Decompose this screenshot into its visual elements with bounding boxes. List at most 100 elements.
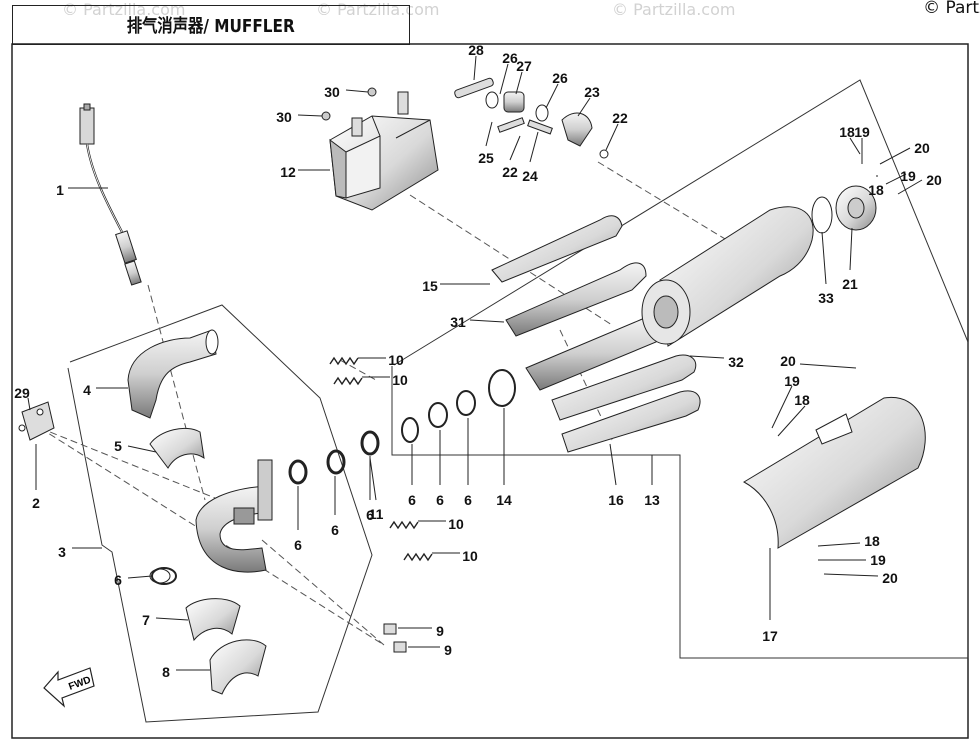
part-number-label: 3 [58, 544, 66, 560]
part-number-label: 18 [864, 533, 880, 549]
part-number-label: 31 [450, 314, 466, 330]
part-number-label: 11 [369, 506, 384, 522]
end-cap-icon [811, 185, 877, 234]
part-number-label: 6 [366, 507, 374, 523]
heat-shield-box-icon [329, 91, 439, 211]
part-number-label: 12 [280, 164, 296, 180]
part-number-label: 18 [868, 182, 884, 198]
part-number-label: 24 [522, 168, 538, 184]
leader-line [885, 173, 907, 185]
part-number-label: 19 [854, 124, 870, 140]
leader-line [499, 63, 509, 95]
leader-line [297, 114, 323, 117]
part-number-label: 21 [842, 276, 858, 292]
watermark: © Partzilla.com [612, 0, 736, 19]
part-number-label: 18 [839, 124, 855, 140]
part-number-label: 18 [794, 392, 810, 408]
outer-cover-icon [742, 397, 926, 549]
part-number-label: 6 [331, 522, 339, 538]
copyright-notice: © Partz [923, 0, 980, 18]
part-number-label: 20 [926, 172, 942, 188]
watermark: © Partzilla.com [62, 0, 186, 19]
leader-line [369, 457, 377, 501]
part-number-label: 9 [436, 623, 444, 639]
leader-line [485, 121, 493, 147]
part-number-label: 10 [448, 516, 464, 532]
leader-line [879, 147, 911, 165]
part-number-label: 16 [608, 492, 624, 508]
mount-hardware-icon [454, 77, 609, 159]
header-group-outline [67, 304, 373, 723]
bracket-icon [18, 401, 55, 441]
part-number-label: 30 [324, 84, 340, 100]
part-number-label: 7 [142, 612, 150, 628]
part-number-label: 19 [784, 373, 800, 389]
part-number-label: 29 [14, 385, 30, 401]
part-number-label: 4 [83, 382, 91, 398]
watermark: © Partzilla.com [316, 0, 440, 19]
part-number-label: 20 [914, 140, 930, 156]
part-number-label: 6 [114, 572, 122, 588]
part-number-label: 6 [436, 492, 444, 508]
muffler-body-icon [641, 206, 814, 347]
part-number-label: 26 [552, 70, 568, 86]
leader-line [689, 355, 725, 359]
nut-icon [383, 623, 407, 653]
leader-line [777, 405, 806, 437]
leader-line [473, 55, 477, 81]
leader-line [469, 319, 505, 323]
part-number-label: 23 [584, 84, 600, 100]
leader-line [799, 363, 857, 369]
leader-line [821, 231, 827, 285]
part-number-label: 27 [516, 58, 532, 74]
header-pipes-icon [127, 329, 267, 695]
part-number-label: 30 [276, 109, 292, 125]
part-number-label: 14 [496, 492, 512, 508]
bolt-icon [321, 87, 377, 121]
leader-line [509, 135, 521, 161]
part-number-label: 10 [462, 548, 478, 564]
part-number-label: 9 [444, 642, 452, 658]
part-number-label: 33 [818, 290, 834, 306]
part-number-label: 10 [388, 352, 404, 368]
leader-line [849, 137, 861, 155]
leader-line [823, 573, 879, 577]
part-number-label: 22 [502, 164, 518, 180]
part-number-label: 6 [408, 492, 416, 508]
leader-line [127, 575, 153, 579]
leader-line [27, 397, 31, 411]
part-number-label: 6 [294, 537, 302, 553]
part-number-label: 15 [422, 278, 438, 294]
part-number-label: 17 [762, 628, 778, 644]
leader-line [155, 617, 189, 621]
part-number-label: 20 [882, 570, 898, 586]
mid-pipes-icon [491, 215, 701, 453]
leader-line [545, 83, 559, 109]
oxygen-sensor-icon [79, 103, 142, 286]
page-title: 排气消声器/ MUFFLER [127, 16, 295, 37]
part-number-label: 26 [502, 50, 518, 66]
part-number-label: 28 [468, 42, 484, 58]
leader-line [605, 123, 619, 151]
part-number-label: 5 [114, 438, 122, 454]
part-number-label: 20 [780, 353, 796, 369]
forward-arrow-icon [43, 667, 95, 708]
part-number-label: 25 [478, 150, 494, 166]
leader-line [897, 179, 923, 195]
leader-line [529, 131, 539, 163]
part-number-label: 10 [392, 372, 408, 388]
part-number-label: 6 [464, 492, 472, 508]
spring-icon [329, 356, 433, 562]
part-number-label: 1 [56, 182, 64, 198]
part-number-label: 32 [728, 354, 744, 370]
leader-line [127, 445, 157, 453]
part-number-label: 22 [612, 110, 628, 126]
leader-line [817, 542, 861, 547]
leader-line [849, 227, 853, 271]
part-number-label: 8 [162, 664, 170, 680]
leader-line [515, 71, 523, 95]
leader-line [345, 89, 369, 93]
